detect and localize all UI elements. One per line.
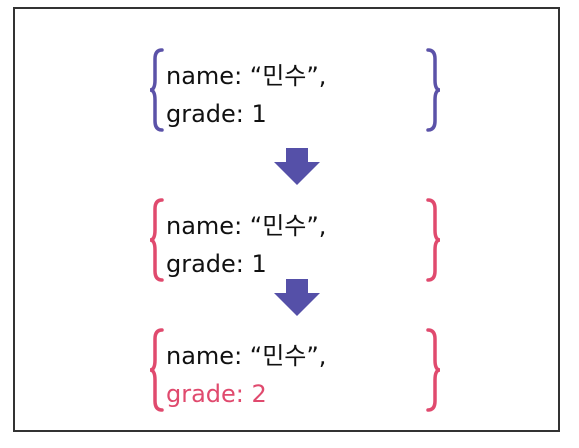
object-block-1: name: “민수”, grade: 1 xyxy=(148,47,448,133)
diagram-frame xyxy=(13,7,560,432)
name-field-3: name: “민수”, xyxy=(166,342,327,370)
object-block-2: name: “민수”, grade: 1 xyxy=(148,197,448,283)
left-brace-3 xyxy=(149,328,164,412)
name-field-1: name: “민수”, xyxy=(166,62,327,90)
grade-field-1: grade: 1 xyxy=(166,100,267,128)
grade-field-3-updated: grade: 2 xyxy=(166,380,267,408)
right-brace-3 xyxy=(426,328,441,412)
right-brace-1 xyxy=(426,48,441,132)
right-brace-2 xyxy=(426,198,441,282)
object-block-3: name: “민수”, grade: 2 xyxy=(148,327,448,413)
left-brace-2 xyxy=(149,198,164,282)
down-arrow-icon-2 xyxy=(274,279,320,316)
name-field-2: name: “민수”, xyxy=(166,212,327,240)
grade-field-2: grade: 1 xyxy=(166,250,267,278)
left-brace-1 xyxy=(149,48,164,132)
down-arrow-icon-1 xyxy=(274,148,320,185)
